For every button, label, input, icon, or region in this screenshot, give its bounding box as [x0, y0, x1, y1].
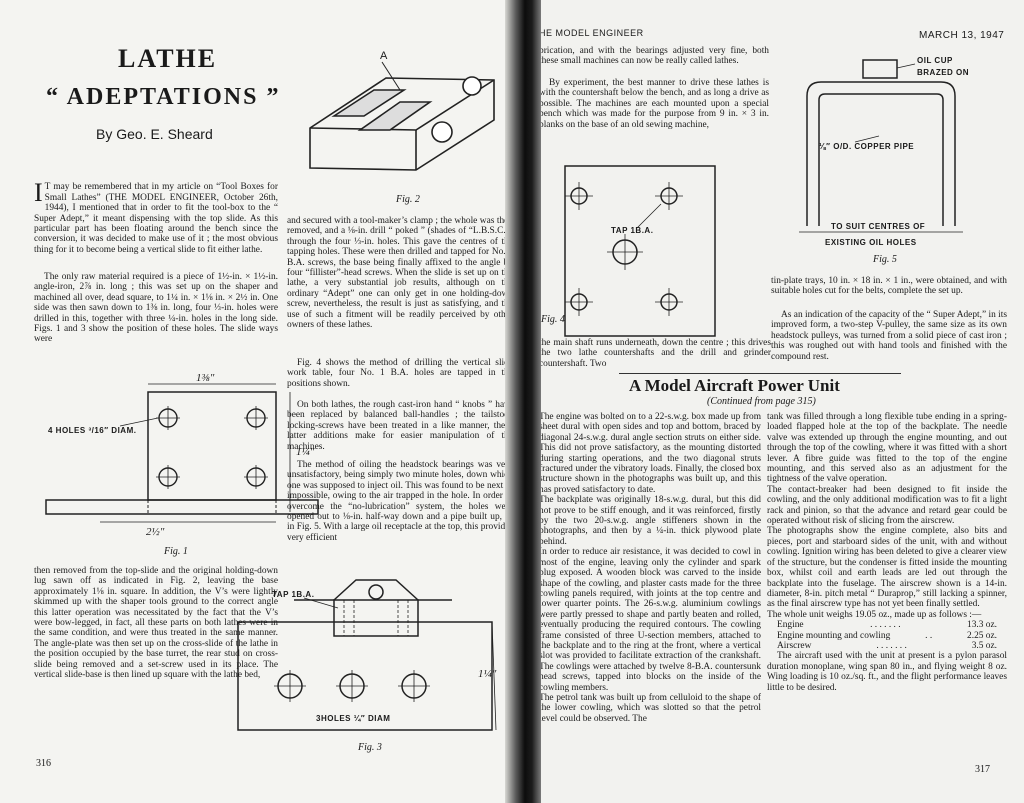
- weight-item: Airscrew: [777, 640, 812, 651]
- right-col1-para3: the main shaft runs underneath, down the…: [539, 338, 771, 369]
- fig2-drawing: [309, 61, 495, 171]
- fig1-holes-label: 4 HOLES ³/16″ DIAM.: [48, 426, 137, 435]
- aircraft-heading: A Model Aircraft Power Unit: [629, 376, 840, 395]
- aircraft-col1: The engine was bolted on to a 22-s.w.g. …: [539, 412, 761, 724]
- fig4-drawing: [564, 165, 716, 337]
- section-rule: [619, 373, 901, 374]
- fig4-tap-label: TAP 1B.A.: [611, 226, 654, 235]
- article-title-line2: “ ADEPTATIONS ”: [46, 84, 281, 110]
- aircraft-continued: (Continued from page 315): [707, 396, 816, 407]
- left-col1-para1-text: T may be remembered that in my article o…: [34, 182, 278, 255]
- right-col1-para1: brication, and with the bearings adjuste…: [539, 46, 769, 67]
- fig1-dim-bottom: 2½″: [146, 526, 165, 538]
- right-col1-para2: By experiment, the best manner to drive …: [539, 78, 769, 130]
- weight-dots: . .: [925, 630, 933, 641]
- weight-value: 3.5 oz.: [971, 640, 997, 651]
- fig5-brazed: BRAZED ON: [917, 68, 970, 77]
- left-page: LATHE “ ADEPTATIONS ” By Geo. E. Sheard …: [0, 0, 515, 803]
- aircraft-col2: tank was filled through a long flexible …: [767, 412, 1007, 762]
- fig4-caption: Fig. 4: [541, 314, 565, 325]
- fig1-dim-side: 1¼″: [296, 446, 315, 458]
- fig2-label-a: A: [380, 50, 388, 62]
- aircraft-col2-text: tank was filled through a long flexible …: [767, 412, 1007, 620]
- right-page: HE MODEL ENGINEER MARCH 13, 1947 bricati…: [515, 0, 1024, 803]
- fig5-suit-line2: EXISTING OIL HOLES: [825, 238, 917, 247]
- fig3-holes-label: 3HOLES ¼″ DIAM: [316, 714, 391, 723]
- fig5-drawing: [799, 59, 963, 233]
- weight-value: 13.3 oz.: [967, 620, 997, 631]
- running-head: HE MODEL ENGINEER: [539, 28, 644, 38]
- dropcap: I: [34, 178, 43, 208]
- issue-date: MARCH 13, 1947: [919, 30, 1005, 41]
- book-spine-shadow: [505, 0, 541, 803]
- weight-item: Engine: [777, 620, 804, 631]
- fig3-tap-label: TAP 1B.A.: [272, 590, 315, 599]
- aircraft-col2-end: The aircraft used with the unit at prese…: [767, 651, 1007, 693]
- left-col2-para2: Fig. 4 shows the method of drilling the …: [287, 358, 513, 389]
- left-col1-para3: then removed from the top-slide and the …: [34, 566, 278, 681]
- fig3-caption: Fig. 3: [358, 742, 382, 753]
- fig1-drawing: [45, 383, 319, 523]
- weight-value: 2.25 oz.: [967, 630, 997, 641]
- fig5-suit-line1: TO SUIT CENTRES OF: [831, 222, 926, 231]
- right-col2-para1: tin-plate trays, 10 in. × 18 in. × 1 in.…: [771, 276, 1007, 297]
- weights-table: Engine . . . . . . . 13.3 oz. Engine mount…: [767, 620, 997, 651]
- left-col2-para4: The method of oiling the headstock beari…: [287, 460, 513, 543]
- fig3-dim: 1¼″: [478, 668, 497, 680]
- right-page-number: 317: [975, 764, 990, 775]
- fig5-pipe: ⅛″ O/D. COPPER PIPE: [819, 142, 915, 151]
- left-col1-para2: The only raw material required is a piec…: [34, 272, 278, 345]
- fig5-caption: Fig. 5: [873, 254, 897, 265]
- weight-dots: . . . . . . .: [876, 640, 907, 651]
- weights-row: Engine mounting and cowling . . 2.25 oz.: [777, 631, 997, 641]
- fig3-drawing: [237, 579, 497, 731]
- left-col2-para3: On both lathes, the rough cast-iron hand…: [287, 400, 513, 452]
- article-title-line1: LATHE: [118, 44, 218, 73]
- weight-dots: . . . . . . .: [870, 620, 901, 631]
- byline: By Geo. E. Sheard: [96, 126, 213, 142]
- fig5-oil-cup: OIL CUP: [917, 56, 953, 65]
- right-col2-para2: As an indication of the capacity of the …: [771, 310, 1007, 362]
- fig1-dim-top: 1⅜″: [196, 372, 215, 384]
- fig1-caption: Fig. 1: [164, 546, 188, 557]
- weight-item: Engine mounting and cowling: [777, 630, 891, 641]
- left-page-number: 316: [36, 758, 51, 769]
- weights-row: Engine . . . . . . . 13.3 oz.: [777, 620, 997, 630]
- weights-row: Airscrew . . . . . . . 3.5 oz.: [777, 641, 997, 651]
- left-col2-para1: and secured with a tool-maker’s clamp ; …: [287, 216, 513, 331]
- fig2-caption: Fig. 2: [396, 194, 420, 205]
